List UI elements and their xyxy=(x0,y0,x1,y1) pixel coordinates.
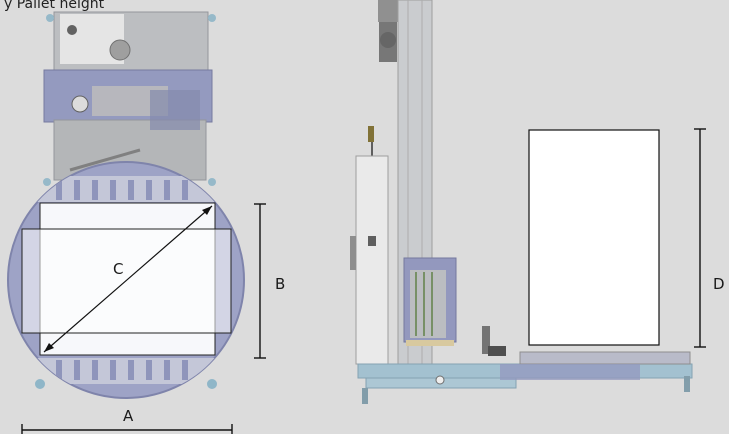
diagonal-c-arrowhead-bottom xyxy=(44,343,54,352)
beacon-light xyxy=(368,126,374,142)
control-cabinet xyxy=(355,155,389,365)
top-view-pallets xyxy=(21,202,232,356)
dimension-d xyxy=(694,128,706,348)
caption-text: y Pallet height xyxy=(4,0,105,12)
machine-top-bolt xyxy=(67,25,77,35)
label-d: D xyxy=(713,275,725,293)
dimension-b xyxy=(254,203,266,359)
diagonal-c-line xyxy=(43,205,213,353)
label-b: B xyxy=(275,275,285,293)
side-turntable xyxy=(519,351,691,365)
label-a: A xyxy=(123,407,134,425)
side-view-pallet xyxy=(528,129,660,346)
top-view-machine xyxy=(43,11,216,186)
dimension-a xyxy=(21,424,233,434)
label-c: C xyxy=(113,260,123,278)
side-view-machine xyxy=(350,0,693,404)
diagonal-c-arrowhead-top xyxy=(202,206,212,215)
